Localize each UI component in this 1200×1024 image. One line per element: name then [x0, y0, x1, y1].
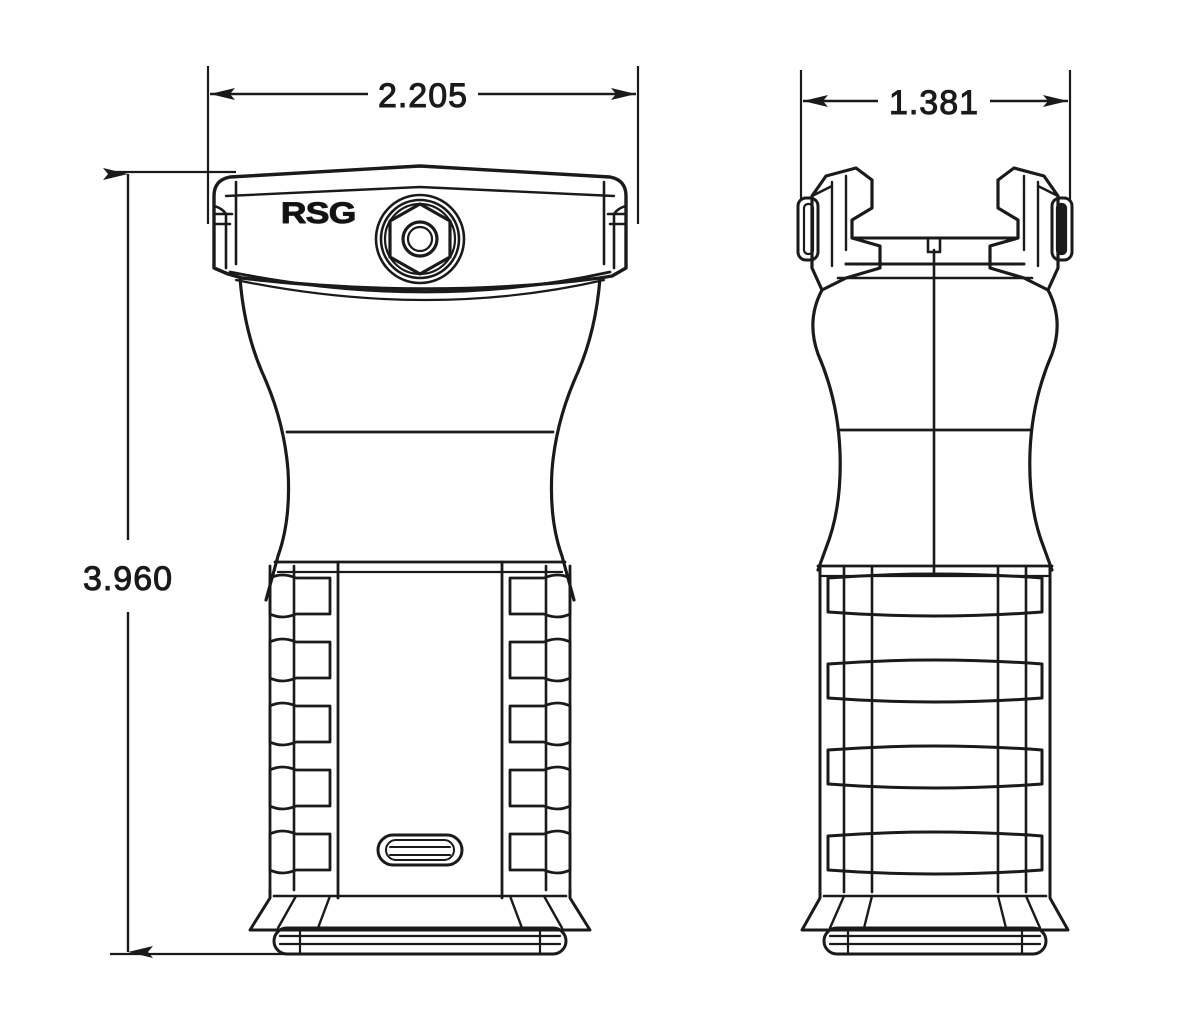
- front-base-foot: [272, 926, 568, 956]
- rail-clamp-jaw-left: [810, 166, 882, 292]
- side-grip-ribs: [826, 572, 1044, 876]
- height-dimension-value: 3.960: [83, 560, 173, 598]
- overall-height-dimension: 3.960: [82, 168, 292, 958]
- width-dimension-value: 2.205: [378, 77, 468, 115]
- front-body-right-contour: [549, 276, 602, 602]
- finger-groove-ridge: [508, 701, 572, 747]
- front-grip-core-outline: [336, 560, 504, 900]
- front-base-chamfer-left: [276, 894, 332, 930]
- rail-clamp-jaw-right: [988, 166, 1060, 292]
- side-body-right-contour: [1028, 288, 1059, 572]
- side-grip-seam-lines: [842, 564, 1028, 894]
- rsg-logo-text: RSG: [281, 196, 356, 230]
- front-top-cap-outline: [212, 164, 628, 291]
- finger-groove-ridge: [268, 637, 332, 683]
- grip-rib: [826, 830, 1044, 876]
- front-left-finger-grooves: [268, 573, 332, 875]
- hex-bolt-head: [374, 193, 466, 285]
- front-elevation-view: RSG: [212, 164, 628, 956]
- front-cap-underside-curve: [228, 270, 612, 294]
- front-body-left-contour: [238, 276, 291, 602]
- side-left-jaw-inner: [810, 174, 848, 268]
- side-left-jaw-pad: [796, 196, 820, 262]
- front-cap-inner-line: [224, 185, 616, 198]
- finger-groove-ridge: [508, 765, 572, 811]
- side-base-flare: [800, 888, 1070, 932]
- side-right-jaw-pad: [1050, 196, 1074, 262]
- finger-groove-ridge: [268, 573, 332, 619]
- side-right-jaw-inner: [1022, 174, 1060, 268]
- front-base-chamfer-right: [508, 894, 564, 930]
- finger-groove-ridge: [268, 701, 332, 747]
- overall-width-dimension: 2.205: [206, 66, 640, 224]
- front-base-flare: [248, 888, 592, 932]
- front-cap-right-step: [612, 204, 628, 270]
- drain-slot: [376, 833, 464, 867]
- grip-rib: [826, 572, 1044, 618]
- finger-groove-ridge: [508, 829, 572, 875]
- front-cap-right-notch: [602, 180, 628, 266]
- front-right-finger-grooves: [508, 573, 572, 875]
- front-cap-underside-curve-2: [234, 278, 606, 302]
- grip-rib: [826, 744, 1044, 790]
- side-body-left-contour: [811, 288, 842, 572]
- finger-groove-ridge: [508, 637, 572, 683]
- depth-dimension-value: 1.381: [889, 84, 979, 122]
- front-cap-left-notch: [212, 180, 238, 266]
- overall-depth-dimension: 1.381: [799, 70, 1072, 200]
- grip-rib: [826, 658, 1044, 704]
- finger-groove-ridge: [268, 829, 332, 875]
- front-cap-left-step: [212, 204, 228, 270]
- finger-groove-ridge: [268, 765, 332, 811]
- side-base-chamfer: [828, 894, 1042, 930]
- side-elevation-view: [796, 166, 1074, 956]
- finger-groove-ridge: [508, 573, 572, 619]
- side-base-foot: [822, 926, 1048, 956]
